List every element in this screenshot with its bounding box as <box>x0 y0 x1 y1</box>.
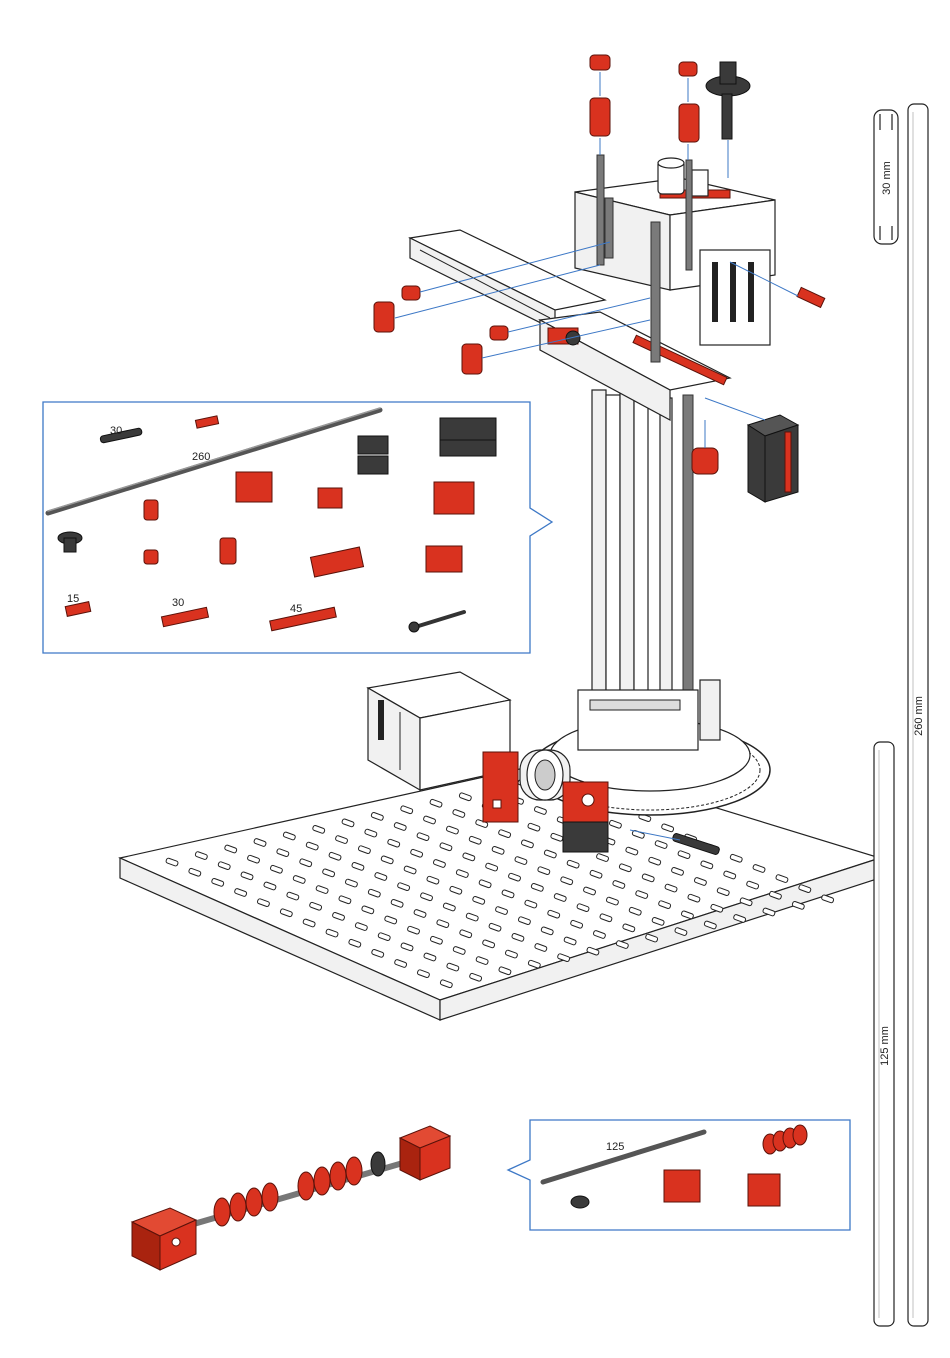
part-red-cube-a <box>664 1170 700 1202</box>
ruler-125mm: 125 mm <box>874 742 894 1326</box>
worm-gear-1 <box>214 1183 278 1226</box>
part-red-tube <box>220 538 236 564</box>
exploded-dark-block <box>748 415 798 502</box>
exploded-black-gear <box>706 62 750 139</box>
part-red-angle <box>236 472 272 502</box>
part-red-bearing <box>318 488 342 508</box>
part-red-bushing <box>144 500 158 520</box>
ruler-260mm: 260 mm <box>908 104 928 1326</box>
label-strut-30: 30 <box>110 425 122 437</box>
label-axle-125: 125 <box>606 1141 624 1153</box>
part-red-spacer <box>144 550 158 564</box>
ruler-30mm: 30 mm <box>874 110 898 244</box>
top-carriage <box>410 158 775 420</box>
ruler-30mm-label: 30 mm <box>881 161 893 195</box>
ruler-260mm-label: 260 mm <box>913 696 925 736</box>
label-rail-45: 45 <box>290 603 302 615</box>
label-axle-260: 260 <box>192 451 210 463</box>
parts-box-1: 30 260 15 <box>43 402 552 653</box>
part-red-cube-b <box>748 1174 780 1206</box>
parts-box-2: 125 <box>508 1120 850 1230</box>
plate-hole <box>821 894 834 903</box>
part-red-cube <box>434 482 474 514</box>
label-rail-15: 15 <box>67 593 79 605</box>
part-red-bracket <box>426 546 462 572</box>
part-small-gear <box>571 1196 589 1208</box>
ruler-125mm-label: 125 mm <box>879 1026 891 1066</box>
label-rail-30: 30 <box>172 597 184 609</box>
worm-assembly <box>132 1126 450 1270</box>
worm-gear-2 <box>298 1157 362 1200</box>
tower-column <box>578 390 720 750</box>
